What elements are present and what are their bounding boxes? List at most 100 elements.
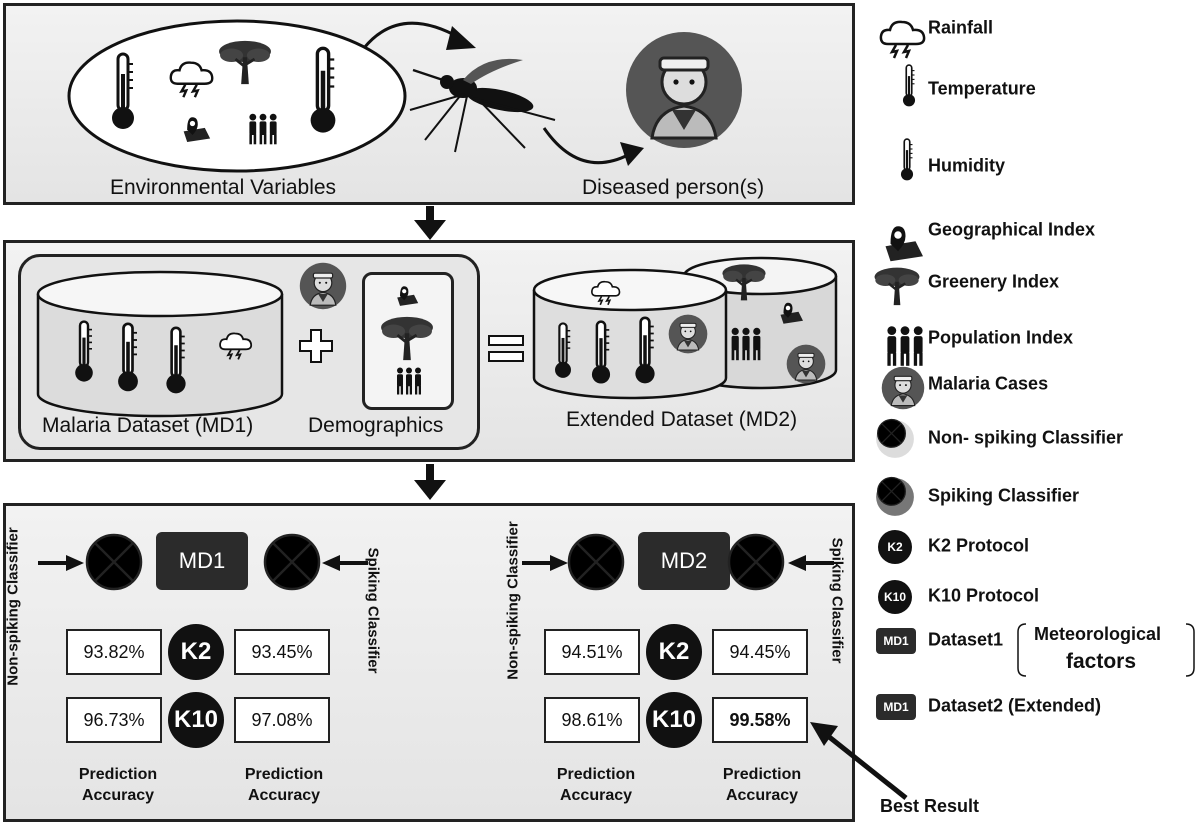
right-dataset-badge: MD2 bbox=[638, 532, 730, 590]
legend-spiking: Spiking Classifier bbox=[872, 474, 1200, 518]
meteorological-bracket-right bbox=[1185, 623, 1195, 677]
demo-geo-icon bbox=[393, 282, 421, 306]
rainfall-icon bbox=[878, 16, 928, 60]
md1-cylinder bbox=[36, 270, 284, 418]
left-nonspiking-arrow bbox=[38, 555, 84, 571]
left-nonspiking-vlabel: Non-spiking Classifier bbox=[4, 527, 22, 686]
legend-rainfall: Rainfall bbox=[872, 6, 1200, 50]
legend-geo-text: Geographical Index bbox=[928, 219, 1096, 240]
legend-dataset2: MD1 Dataset2 (Extended) bbox=[872, 684, 1200, 728]
legend-greenery-text: Greenery Index bbox=[928, 271, 1060, 292]
left-k2-spiking: 93.45% bbox=[234, 629, 330, 675]
right-pa-spiking: Prediction Accuracy bbox=[722, 766, 802, 804]
legend-malaria: Malaria Cases bbox=[872, 362, 1200, 406]
right-spiking-classifier bbox=[726, 532, 786, 592]
md1-temperature-icon bbox=[72, 320, 96, 384]
right-k10-spiking-best: 99.58% bbox=[712, 697, 808, 743]
left-k10-spiking: 97.08% bbox=[234, 697, 330, 743]
left-k2-nonspiking: 93.82% bbox=[66, 629, 162, 675]
legend-humidity-text: Humidity bbox=[928, 155, 1006, 176]
diseased-person-label: Diseased person(s) bbox=[582, 176, 765, 199]
legend-k10-text: K10 Protocol bbox=[928, 585, 1040, 606]
meteorological-text-2: factors bbox=[1066, 650, 1137, 673]
md2-rainfall-icon bbox=[590, 278, 622, 306]
md2-humidity-icon bbox=[588, 320, 614, 386]
md1-rainfall-icon bbox=[218, 330, 254, 360]
arrow-to-mosquito bbox=[362, 21, 476, 50]
left-spiking-arrow bbox=[322, 555, 368, 571]
best-result-label: Best Result bbox=[880, 796, 980, 816]
geo-icon bbox=[178, 112, 214, 142]
right-k10-nonspiking: 98.61% bbox=[544, 697, 640, 743]
left-k10-nonspiking: 96.73% bbox=[66, 697, 162, 743]
down-arrow-1 bbox=[414, 206, 446, 240]
best-result-arrow bbox=[810, 722, 908, 800]
legend-population-text: Population Index bbox=[928, 327, 1074, 348]
legend-temperature-text: Temperature bbox=[928, 78, 1036, 99]
md2-geo-icon bbox=[776, 298, 806, 324]
tree-icon bbox=[872, 264, 922, 308]
legend-temperature: Temperature bbox=[872, 62, 1200, 116]
meteorological-bracket-left bbox=[1017, 623, 1027, 677]
demo-tree-icon bbox=[378, 314, 436, 362]
dataset1-badge-icon: MD1 bbox=[876, 628, 916, 654]
left-pa-nonspiking: Prediction Accuracy bbox=[78, 766, 158, 804]
right-nonspiking-arrow bbox=[522, 555, 568, 571]
rainfall-icon bbox=[168, 58, 216, 98]
left-k10-badge: K10 bbox=[168, 692, 224, 748]
left-k2-badge: K2 bbox=[168, 624, 224, 680]
mosquito-icon bbox=[409, 58, 556, 153]
left-pa-spiking: Prediction Accuracy bbox=[244, 766, 324, 804]
k10-badge-icon: K10 bbox=[878, 580, 912, 614]
md2-population-icon bbox=[728, 326, 764, 362]
right-spiking-arrow bbox=[788, 555, 834, 571]
md2-temperature2-icon bbox=[630, 316, 660, 386]
md2-tree-icon bbox=[720, 262, 768, 302]
legend-spiking-text: Spiking Classifier bbox=[928, 485, 1080, 506]
demo-population-icon bbox=[394, 366, 424, 396]
legend-k2-text: K2 Protocol bbox=[928, 535, 1030, 556]
malaria-case-icon bbox=[299, 262, 347, 310]
legend-nonspiking-text: Non- spiking Classifier bbox=[928, 427, 1124, 448]
right-nonspiking-vlabel: Non-spiking Classifier bbox=[504, 521, 522, 680]
md2-malaria-icon bbox=[786, 344, 826, 384]
right-k2-spiking: 94.45% bbox=[712, 629, 808, 675]
legend-dataset1: MD1 Dataset1 bbox=[872, 618, 1200, 662]
plus-icon bbox=[299, 329, 333, 363]
md2-temperature-icon bbox=[552, 322, 574, 380]
temperature-icon bbox=[884, 64, 934, 108]
meteorological-text-1: Meteorological bbox=[1034, 624, 1162, 644]
demographics-label: Demographics bbox=[308, 414, 444, 437]
legend-k10: K10 K10 Protocol bbox=[872, 574, 1200, 618]
legend-greenery: Greenery Index bbox=[872, 260, 1200, 304]
right-k2-badge: K2 bbox=[646, 624, 702, 680]
md2-malaria2-icon bbox=[668, 314, 708, 354]
equals-icon bbox=[488, 335, 524, 362]
md2-label: Extended Dataset (MD2) bbox=[566, 408, 798, 431]
tree-icon bbox=[216, 38, 274, 86]
malaria-case-icon bbox=[878, 366, 928, 410]
right-k2-nonspiking: 94.51% bbox=[544, 629, 640, 675]
population-icon bbox=[246, 112, 280, 146]
md1-temperature2-icon bbox=[160, 326, 192, 396]
humidity-icon bbox=[882, 138, 932, 182]
md1-label: Malaria Dataset (MD1) bbox=[42, 414, 254, 437]
left-spiking-classifier bbox=[262, 532, 322, 592]
k2-badge-icon: K2 bbox=[878, 530, 912, 564]
right-pa-nonspiking: Prediction Accuracy bbox=[556, 766, 636, 804]
dataset2-badge-icon: MD1 bbox=[876, 694, 916, 720]
left-dataset-badge: MD1 bbox=[156, 532, 248, 590]
legend-k2: K2 K2 Protocol bbox=[872, 524, 1200, 568]
legend-dataset1-text: Dataset1 bbox=[928, 629, 1004, 650]
temperature-icon bbox=[108, 52, 138, 132]
legend-population: Population Index bbox=[872, 316, 1200, 360]
geo-icon bbox=[878, 218, 928, 262]
diseased-person-icon bbox=[624, 30, 744, 150]
down-arrow-2 bbox=[414, 464, 446, 500]
right-spiking-vlabel: Spiking Classifier bbox=[828, 537, 846, 664]
md1-humidity-icon bbox=[114, 322, 142, 394]
legend-geo: Geographical Index bbox=[872, 208, 1200, 252]
right-nonspiking-classifier bbox=[566, 532, 626, 592]
spiking-classifier-icon bbox=[876, 476, 914, 516]
left-nonspiking-classifier bbox=[84, 532, 144, 592]
